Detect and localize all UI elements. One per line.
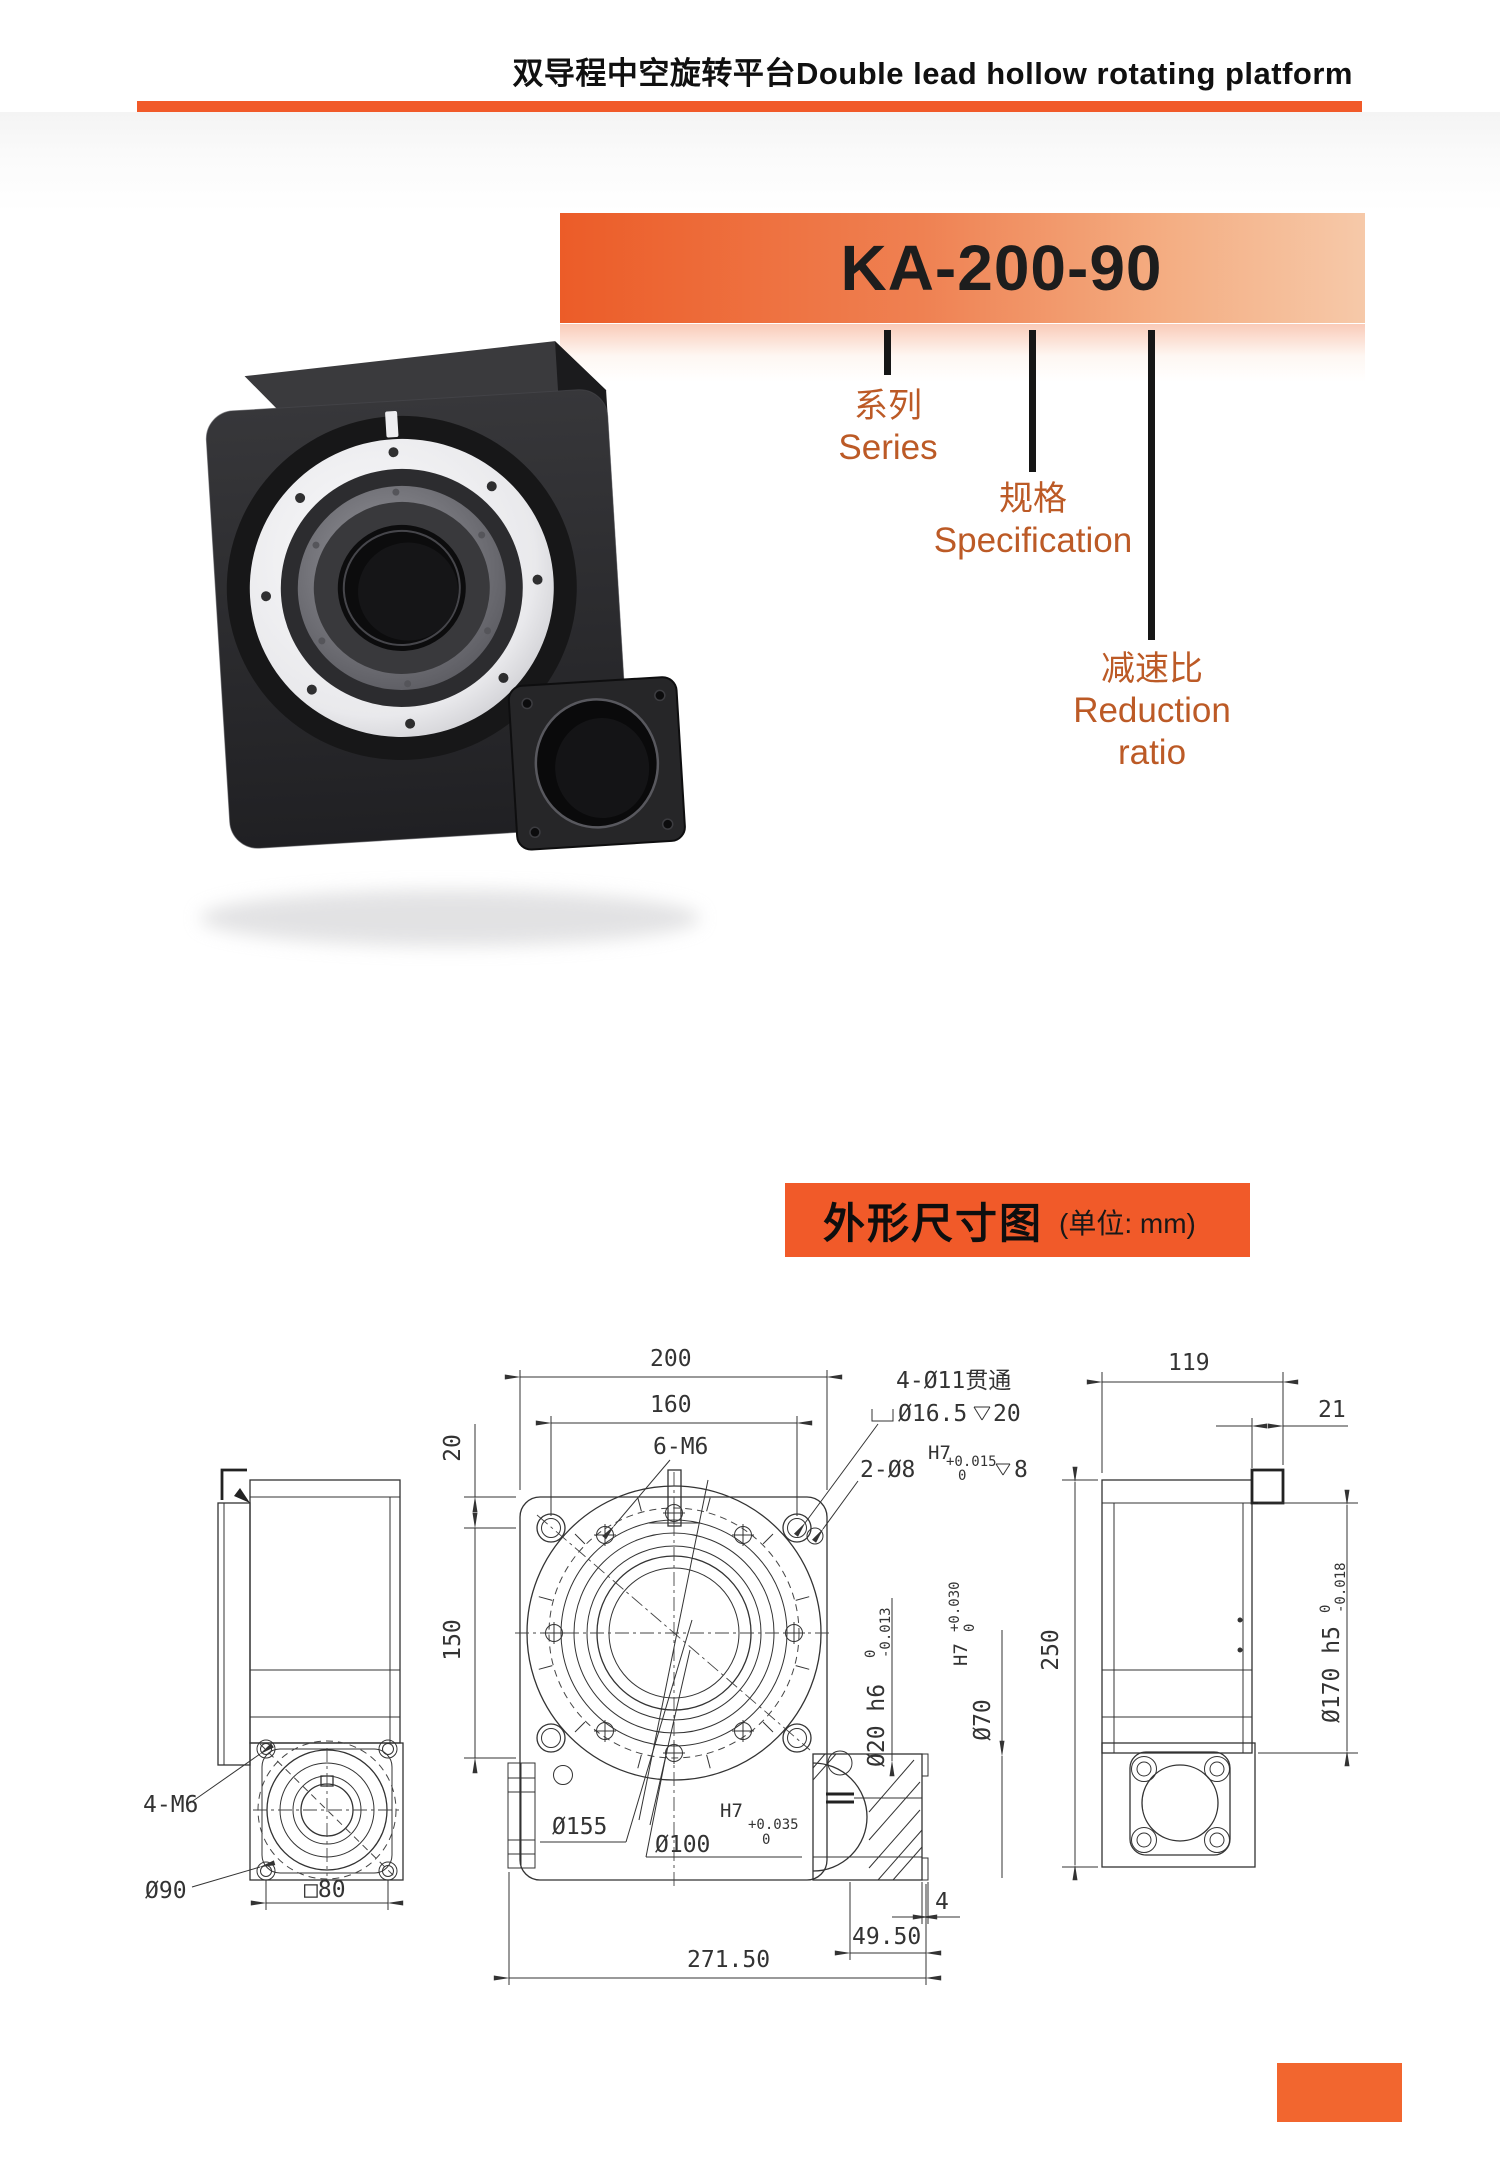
right-side-view: 119 21 250 Ø170 h5 0 -0.018 bbox=[1038, 1350, 1358, 1881]
callout-line-ratio bbox=[1148, 330, 1155, 640]
depth-icon bbox=[973, 1406, 991, 1421]
page-title-en: Double lead hollow rotating platform bbox=[795, 56, 1353, 91]
section-banner: 外形尺寸图 (单位: mm) bbox=[785, 1183, 1250, 1257]
note-cbore-depth: 20 bbox=[993, 1401, 1021, 1427]
product-top-face bbox=[244, 341, 607, 422]
callout-series-en: Series bbox=[838, 428, 938, 467]
label-sq80: □80 bbox=[304, 1877, 346, 1903]
page-title-zh: 双导程中空旋转平台 bbox=[512, 56, 796, 91]
label-d90: Ø90 bbox=[145, 1878, 187, 1904]
callout-series-zh: 系列 bbox=[854, 387, 922, 425]
note-2d8: 2-Ø8 bbox=[860, 1457, 915, 1483]
dim-271: 271.50 bbox=[687, 1947, 770, 1973]
product-shadow bbox=[200, 890, 700, 946]
flange-inner-dots bbox=[312, 488, 492, 688]
right-flange-bolts bbox=[1131, 1756, 1230, 1853]
callout-line-spec bbox=[1029, 330, 1036, 472]
dim-shaft-tol-lo: -0.013 bbox=[878, 1607, 894, 1658]
note-pin-fit: H7 bbox=[928, 1442, 951, 1464]
header-shade bbox=[0, 112, 1500, 224]
front-screws bbox=[543, 1502, 805, 1764]
callout-series: 系列 Series bbox=[738, 385, 1038, 469]
dim-100-tol-up: +0.035 bbox=[748, 1817, 799, 1833]
front-view: 200 160 6-M6 4-Ø11贯通 Ø16.5 20 2-Ø8 H7 +0… bbox=[440, 1346, 1028, 1985]
product-flange bbox=[226, 411, 577, 760]
dim-119: 119 bbox=[1168, 1350, 1210, 1376]
footer-accent-block bbox=[1277, 2063, 1402, 2122]
front-left-step bbox=[507, 1762, 536, 1869]
callout-spec: 规格 Specification bbox=[883, 478, 1183, 562]
flange-key-notch bbox=[385, 411, 399, 438]
dim-170-tol-lo: -0.018 bbox=[1333, 1562, 1349, 1613]
note-cbore: Ø16.5 bbox=[898, 1401, 967, 1427]
dim-100-fit: H7 bbox=[720, 1800, 743, 1822]
callout-ratio-en1: Reduction bbox=[1073, 691, 1231, 730]
product-body bbox=[205, 341, 686, 851]
front-keyway bbox=[667, 1469, 682, 1527]
dim-70-fit: H7 bbox=[950, 1643, 972, 1666]
dim-155: Ø155 bbox=[552, 1814, 607, 1840]
hatching bbox=[812, 1753, 923, 1881]
dim-shaft: Ø20 h6 bbox=[864, 1684, 890, 1767]
callout-spec-en: Specification bbox=[933, 521, 1133, 560]
dim-200: 200 bbox=[650, 1346, 692, 1372]
front-motor-box bbox=[812, 1750, 929, 1881]
dim-70-tol-up: +0.030 bbox=[947, 1581, 963, 1632]
model-banner-reflection bbox=[560, 324, 1365, 382]
dim-150: 150 bbox=[440, 1619, 466, 1661]
section-title: 外形尺寸图 bbox=[823, 1199, 1044, 1247]
right-protrusion bbox=[1250, 1468, 1285, 1505]
dim-20: 20 bbox=[440, 1434, 466, 1462]
left-side-view: 4-M6 Ø90 □80 bbox=[143, 1468, 404, 1910]
dim-4: 4 bbox=[935, 1889, 949, 1915]
front-corner-holes bbox=[536, 1513, 824, 1785]
product-photo bbox=[200, 341, 700, 946]
header-underline bbox=[137, 101, 1362, 112]
dim-70: Ø70 bbox=[970, 1699, 996, 1741]
dimension-drawing: 4-M6 Ø90 □80 bbox=[143, 1346, 1358, 1985]
product-input-port bbox=[507, 676, 686, 851]
front-ticks bbox=[538, 1497, 810, 1769]
note-pin-tol-up: +0.015 bbox=[946, 1454, 997, 1470]
dim-170: Ø170 h5 bbox=[1319, 1626, 1345, 1723]
dim-100: Ø100 bbox=[655, 1832, 710, 1858]
datum-bracket bbox=[220, 1468, 247, 1500]
depth-icon-2 bbox=[995, 1463, 1011, 1476]
page-title: 双导程中空旋转平台Double lead hollow rotating pla… bbox=[512, 48, 1353, 93]
dim-250: 250 bbox=[1038, 1629, 1064, 1671]
callout-ratio-en2: ratio bbox=[1117, 733, 1187, 772]
dim-70-tol-lo: 0 bbox=[962, 1624, 978, 1632]
note-pin-tol-lo: 0 bbox=[958, 1468, 966, 1484]
dim-shaft-group: Ø20 h6 0 -0.013 bbox=[863, 1607, 894, 1767]
flange-bolts bbox=[261, 447, 543, 729]
callout-line-series bbox=[884, 330, 891, 375]
note-4d11: 4-Ø11贯通 bbox=[896, 1368, 1011, 1394]
model-code: KA-200-90 bbox=[840, 232, 1163, 304]
dim-21: 21 bbox=[1318, 1397, 1346, 1423]
dim-70-fit-group: H7 +0.030 0 bbox=[947, 1581, 978, 1666]
label-4-m6: 4-M6 bbox=[143, 1792, 198, 1818]
dim-shaft-tol-up: 0 bbox=[863, 1650, 879, 1658]
dim-170-tol-up: 0 bbox=[1318, 1605, 1334, 1613]
dim-495: 49.50 bbox=[852, 1924, 921, 1950]
section-unit: (单位: mm) bbox=[1059, 1208, 1196, 1239]
dim-6m6: 6-M6 bbox=[653, 1434, 708, 1460]
callout-ratio: 减速比 Reduction ratio bbox=[1002, 648, 1302, 774]
note-pin-depth: 8 bbox=[1014, 1457, 1028, 1483]
model-banner: KA-200-90 bbox=[560, 213, 1365, 323]
dim-160: 160 bbox=[650, 1392, 692, 1418]
callout-ratio-zh: 减速比 bbox=[1101, 650, 1203, 688]
callout-spec-zh: 规格 bbox=[999, 480, 1067, 518]
port-bolts bbox=[521, 689, 674, 839]
dim-100-tol-lo: 0 bbox=[762, 1832, 770, 1848]
dim-170-group: Ø170 h5 0 -0.018 bbox=[1318, 1562, 1349, 1723]
counterbore-icon bbox=[871, 1409, 894, 1422]
